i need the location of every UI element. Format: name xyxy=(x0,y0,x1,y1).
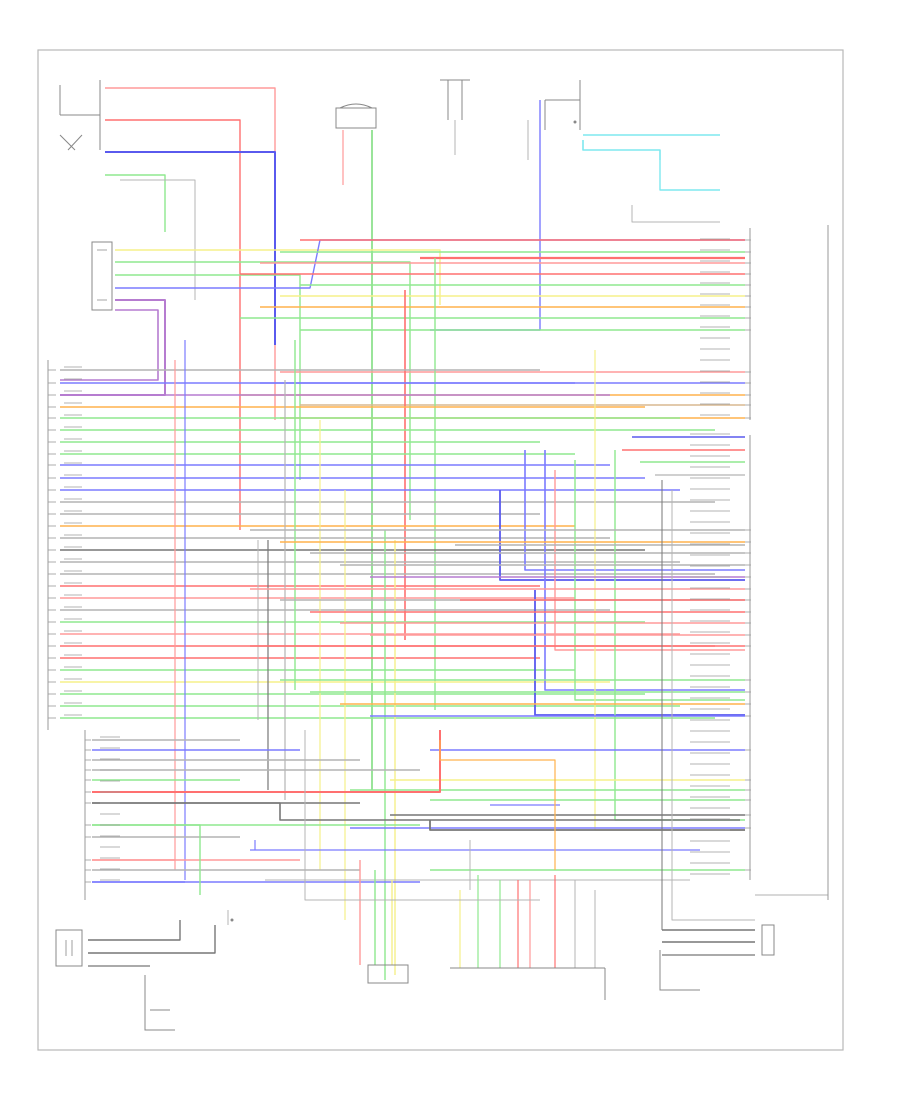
wires xyxy=(60,87,755,980)
wire-16 xyxy=(115,261,411,520)
left-pin-column xyxy=(47,360,86,900)
wire-130 xyxy=(92,824,201,895)
wire-15 xyxy=(115,249,441,305)
bottom-left-sensor xyxy=(55,929,83,967)
top-left-switch xyxy=(59,80,101,151)
components xyxy=(47,79,829,1031)
wire-129 xyxy=(92,802,740,821)
diagram-frame xyxy=(37,49,844,1051)
wire-5 xyxy=(120,179,196,300)
wire-14 xyxy=(631,205,720,223)
wire-20 xyxy=(60,309,159,381)
wire-18 xyxy=(115,239,745,289)
wire-148 xyxy=(88,925,216,954)
wire-4 xyxy=(105,174,166,232)
bottom-center-valve xyxy=(367,964,409,984)
top-right-switch xyxy=(544,80,581,130)
top-center-motor xyxy=(335,103,377,129)
wire-2 xyxy=(105,119,241,530)
wire-17 xyxy=(115,274,301,480)
wire-79 xyxy=(524,450,745,571)
wire-155 xyxy=(439,740,556,870)
wire-84 xyxy=(594,350,745,831)
wire-83 xyxy=(574,460,745,701)
wire-154 xyxy=(671,490,755,921)
wire-11 xyxy=(582,140,661,160)
wire-156 xyxy=(304,730,540,901)
wire-78 xyxy=(499,490,745,581)
right-ecm-top xyxy=(749,225,829,900)
bottom-left-small-sensor xyxy=(144,975,175,1031)
wire-114 xyxy=(429,820,745,831)
top-center-sensor xyxy=(440,79,470,120)
wire-147 xyxy=(88,920,181,941)
ground-symbols xyxy=(230,120,577,922)
bottom-right-sensor xyxy=(659,924,775,991)
labels xyxy=(48,238,751,883)
bottom-center-motor xyxy=(450,967,606,1000)
wire-13 xyxy=(659,160,720,191)
wire-3 xyxy=(105,151,276,345)
wire-81 xyxy=(534,590,745,716)
left-connector xyxy=(91,241,113,311)
right-ecm-bottom xyxy=(749,435,828,896)
